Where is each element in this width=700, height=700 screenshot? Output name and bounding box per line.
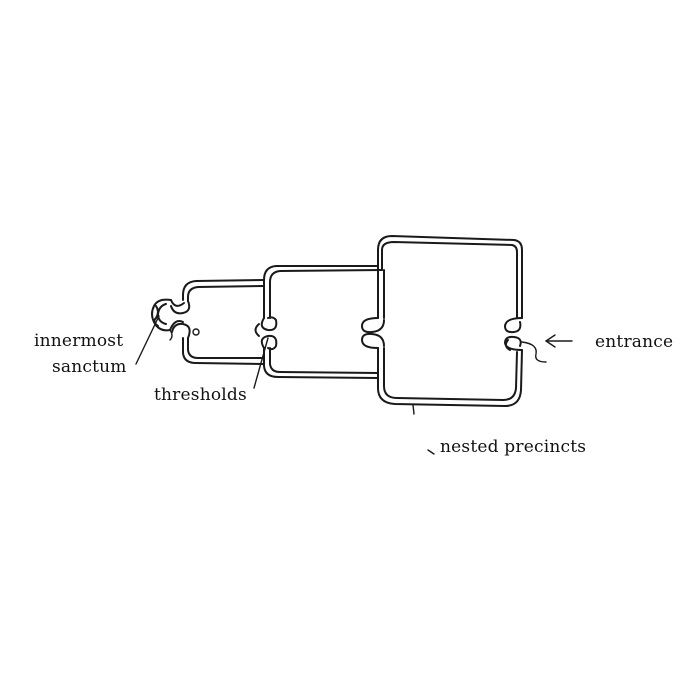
leader-lines — [135, 315, 547, 455]
innermost-sanctum — [151, 298, 173, 341]
label-thresholds: thresholds — [154, 385, 247, 405]
entrance-arrow-icon — [545, 334, 573, 348]
middle-precinct — [263, 265, 385, 379]
threshold-second — [254, 316, 278, 351]
inner-precinct — [182, 279, 265, 365]
label-entrance: entrance — [595, 332, 673, 352]
threshold-entrance — [504, 317, 523, 351]
label-nested-precincts: nested precincts — [440, 437, 586, 457]
tick-nested-precincts — [427, 449, 435, 455]
threshold-third — [361, 317, 385, 349]
label-innermost-line1: innermost — [34, 331, 123, 351]
threshold-inner — [169, 299, 200, 339]
outer-precinct — [377, 235, 523, 407]
leader-thresholds — [253, 337, 269, 389]
label-innermost-line2: sanctum — [52, 357, 127, 377]
leader-nested-precincts — [412, 404, 415, 415]
leader-entrance-tail — [521, 341, 547, 363]
leader-innermost — [135, 315, 160, 365]
